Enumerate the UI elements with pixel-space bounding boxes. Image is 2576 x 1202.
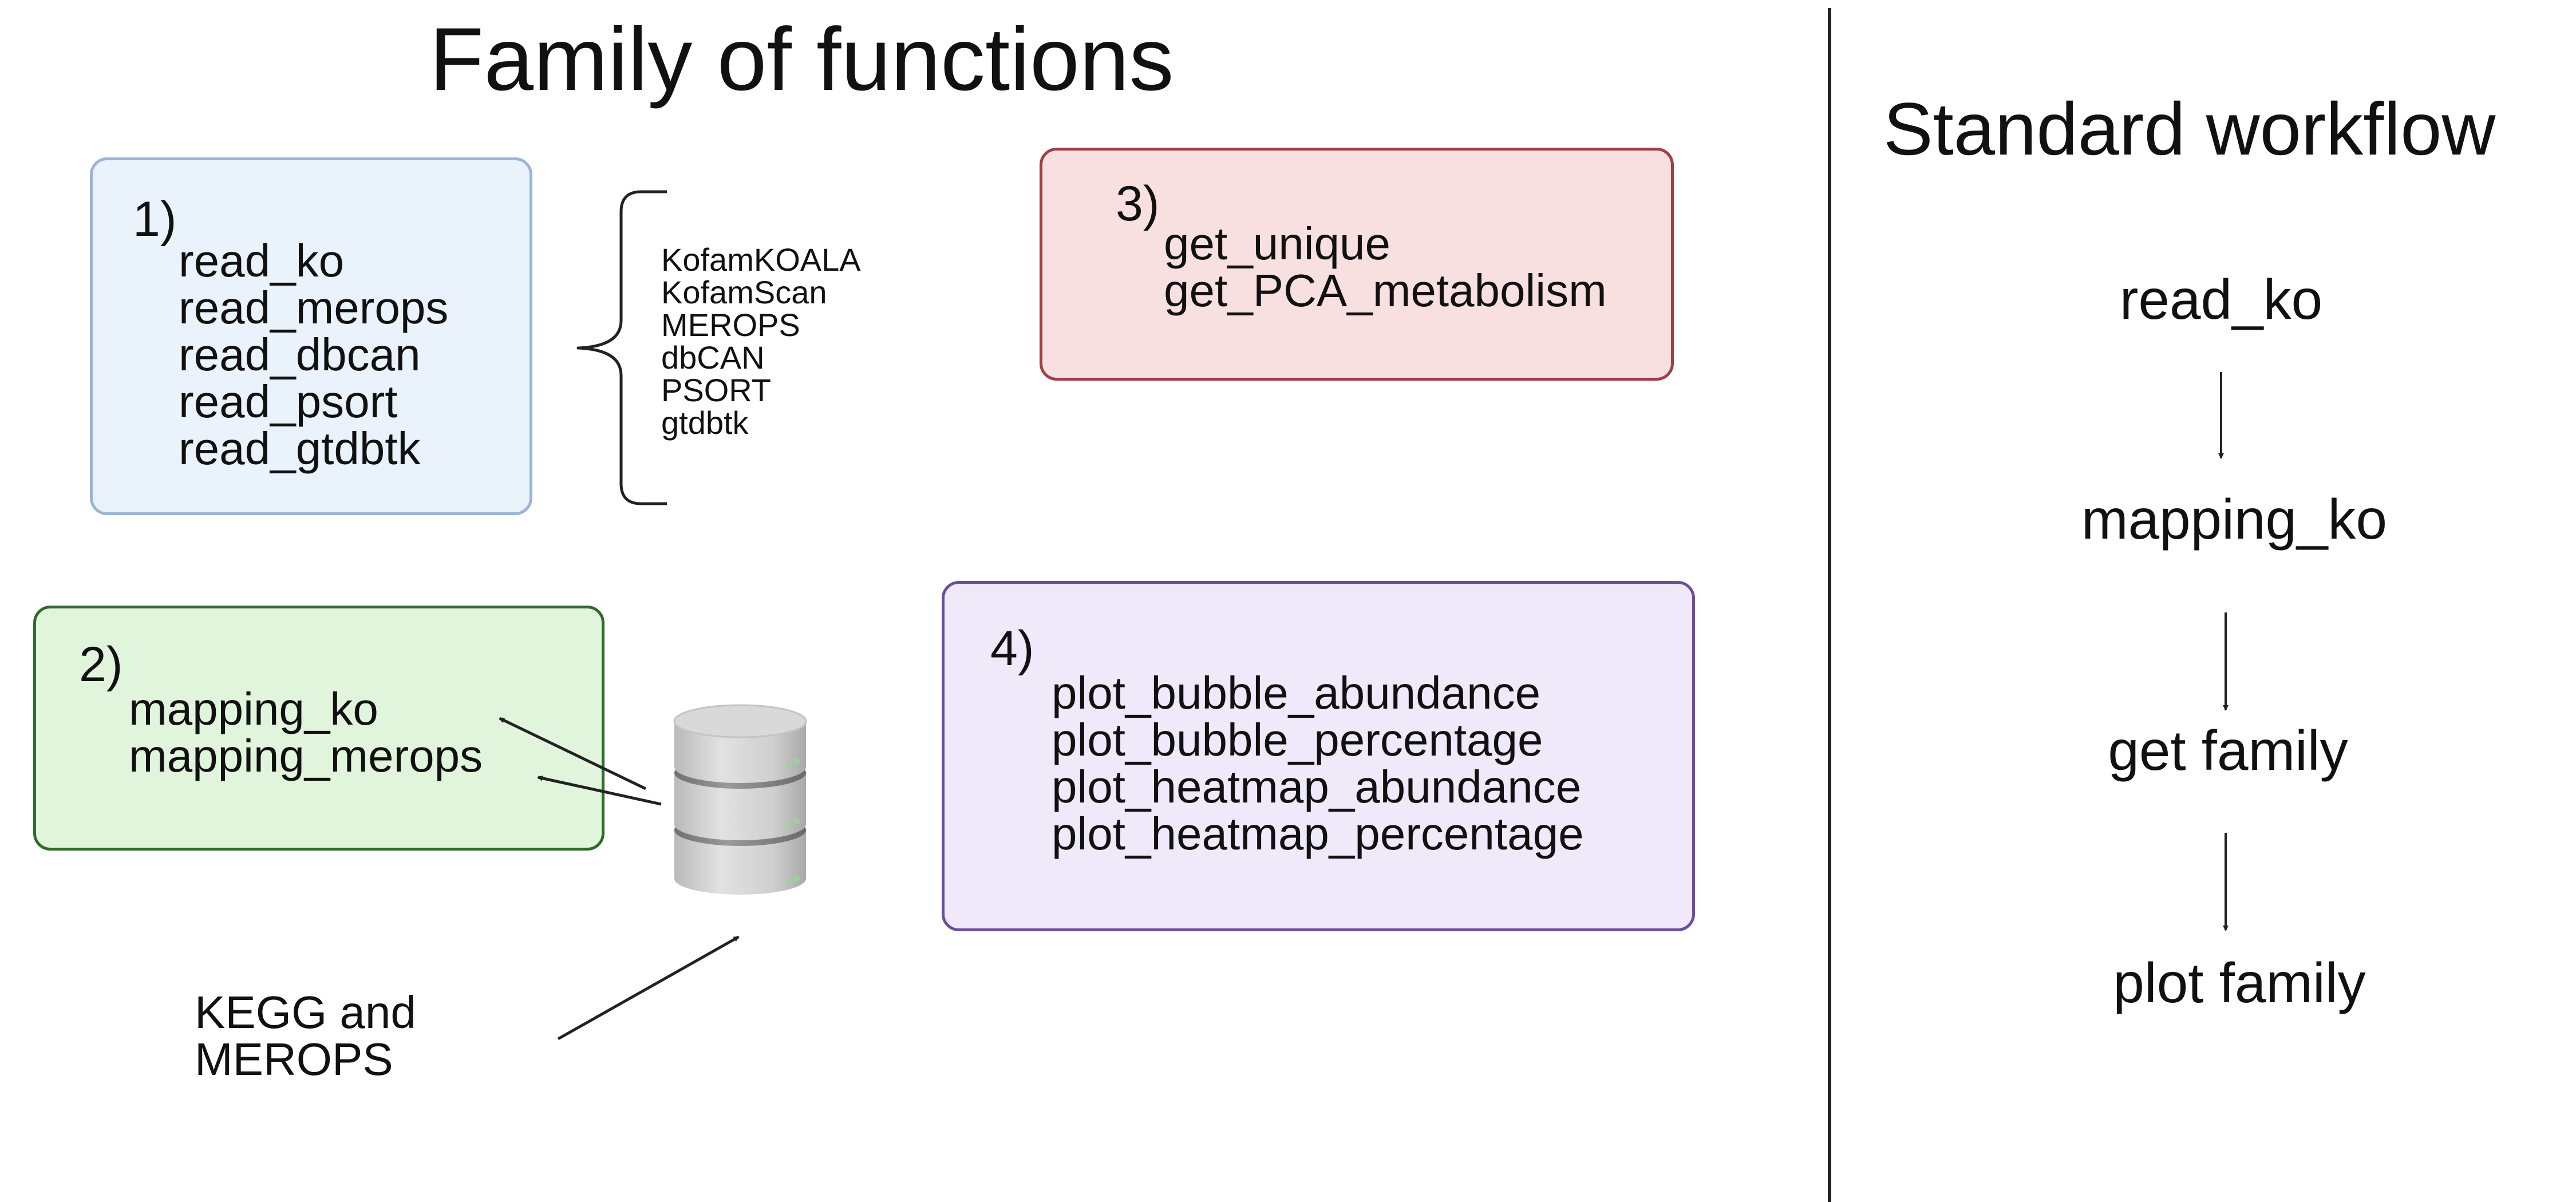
database-icon xyxy=(673,704,807,895)
tool-item: KofamScan xyxy=(661,274,827,310)
function-item: plot_bubble_percentage xyxy=(1052,714,1543,765)
function-item: get_PCA_metabolism xyxy=(1164,265,1607,316)
function-item: read_psort xyxy=(179,376,398,427)
tool-item: PSORT xyxy=(661,372,771,408)
arrow-db-to-mapping-ko xyxy=(499,717,647,790)
tool-item: MEROPS xyxy=(661,307,800,343)
mapping-function-list: mapping_ko mapping_merops xyxy=(129,686,483,780)
box-number: 2) xyxy=(79,637,123,692)
read-function-list: read_ko read_merops read_dbcan read_psor… xyxy=(179,238,448,472)
get-functions-box: 3) get_unique get_PCA_metabolism xyxy=(1040,148,1674,381)
standard-workflow-title: Standard workflow xyxy=(1883,87,2496,171)
database-label-line: KEGG and xyxy=(195,987,416,1038)
box-number: 4) xyxy=(990,621,1034,676)
tool-item: dbCAN xyxy=(661,339,765,375)
function-item: plot_heatmap_percentage xyxy=(1052,808,1584,859)
function-item: get_unique xyxy=(1164,218,1390,269)
function-item: read_gtdbtk xyxy=(179,423,421,474)
read-functions-box: 1) read_ko read_merops read_dbcan read_p… xyxy=(90,157,532,515)
function-item: mapping_ko xyxy=(129,683,378,734)
get-function-list: get_unique get_PCA_metabolism xyxy=(1164,220,1607,314)
function-item: plot_bubble_abundance xyxy=(1052,667,1541,718)
workflow-step-read-ko: read_ko xyxy=(2119,268,2323,331)
arrow-db-to-mapping-merops xyxy=(537,775,662,806)
box-number: 1) xyxy=(133,192,177,247)
function-item: read_merops xyxy=(179,282,449,333)
function-item: mapping_merops xyxy=(129,730,483,781)
function-item: read_dbcan xyxy=(179,329,421,380)
function-item: plot_heatmap_abundance xyxy=(1052,761,1582,812)
tool-item: gtdbtk xyxy=(661,405,749,441)
workflow-step-mapping-ko: mapping_ko xyxy=(2081,488,2387,551)
plot-function-list: plot_bubble_abundance plot_bubble_percen… xyxy=(1052,670,1584,857)
workflow-step-get-family: get family xyxy=(2108,719,2348,782)
workflow-step-plot-family: plot family xyxy=(2113,951,2366,1014)
section-divider xyxy=(1828,8,1831,1202)
tool-item: KofamKOALA xyxy=(661,242,861,278)
brace-icon xyxy=(576,190,667,505)
plot-functions-box: 4) plot_bubble_abundance plot_bubble_per… xyxy=(942,581,1695,931)
source-tools-list: KofamKOALA KofamScan MEROPS dbCAN PSORT … xyxy=(661,243,861,439)
box-number: 3) xyxy=(1116,176,1160,231)
database-label: KEGG and MEROPS xyxy=(195,989,416,1083)
function-item: read_ko xyxy=(179,235,345,286)
mapping-functions-box: 2) mapping_ko mapping_merops xyxy=(33,606,605,851)
arrow-kegg-to-db xyxy=(557,935,740,1041)
database-label-line: MEROPS xyxy=(195,1034,393,1085)
family-of-functions-title: Family of functions xyxy=(429,10,1174,109)
